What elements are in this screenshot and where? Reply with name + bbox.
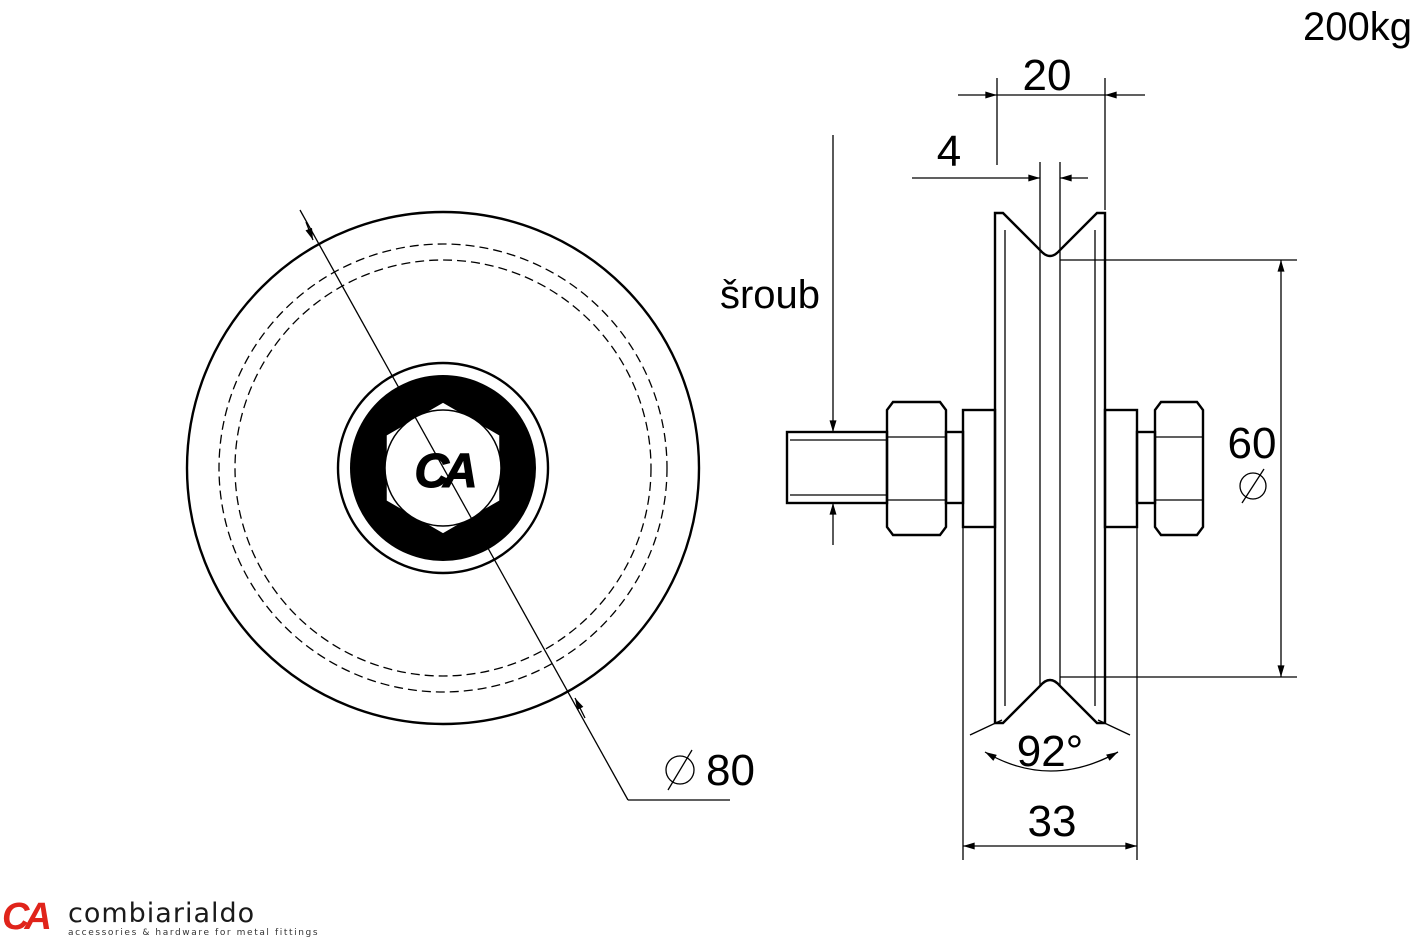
- diameter-symbol-icon: [665, 755, 695, 785]
- load-rating: 200kg: [1303, 5, 1412, 49]
- washer-left: [961, 408, 997, 529]
- groove-diameter-dimension: 60: [1228, 419, 1277, 468]
- groove-width-dimension: 4: [937, 127, 961, 176]
- nut-left: [885, 400, 948, 537]
- groove-angle-dimension: 92°: [1017, 727, 1084, 776]
- brand-tagline: accessories & hardware for metal fitting…: [68, 928, 320, 938]
- diameter-leader: [299, 209, 629, 801]
- brand-name: combiarialdo: [68, 898, 256, 929]
- overall-length-dimension: 33: [1028, 797, 1077, 846]
- wheel-front-view: CA 80: [185, 209, 755, 801]
- bolt-thread: [785, 430, 889, 505]
- diameter-symbol-icon: [1239, 472, 1267, 500]
- hub-logo: CA: [414, 445, 475, 498]
- nut-right: [1153, 400, 1205, 537]
- brand-logo: combiarialdo accessories & hardware for …: [68, 898, 320, 939]
- outer-diameter-value: 80: [706, 746, 755, 795]
- brand-logo-mark: CA: [2, 896, 52, 938]
- washer-right: [1103, 408, 1139, 529]
- bolt-label: šroub: [720, 273, 820, 317]
- v-groove-wheel: [993, 211, 1107, 725]
- wheel-side-view: 20 4 šroub 60 92° 33: [720, 51, 1297, 860]
- width-dimension: 20: [1023, 51, 1072, 100]
